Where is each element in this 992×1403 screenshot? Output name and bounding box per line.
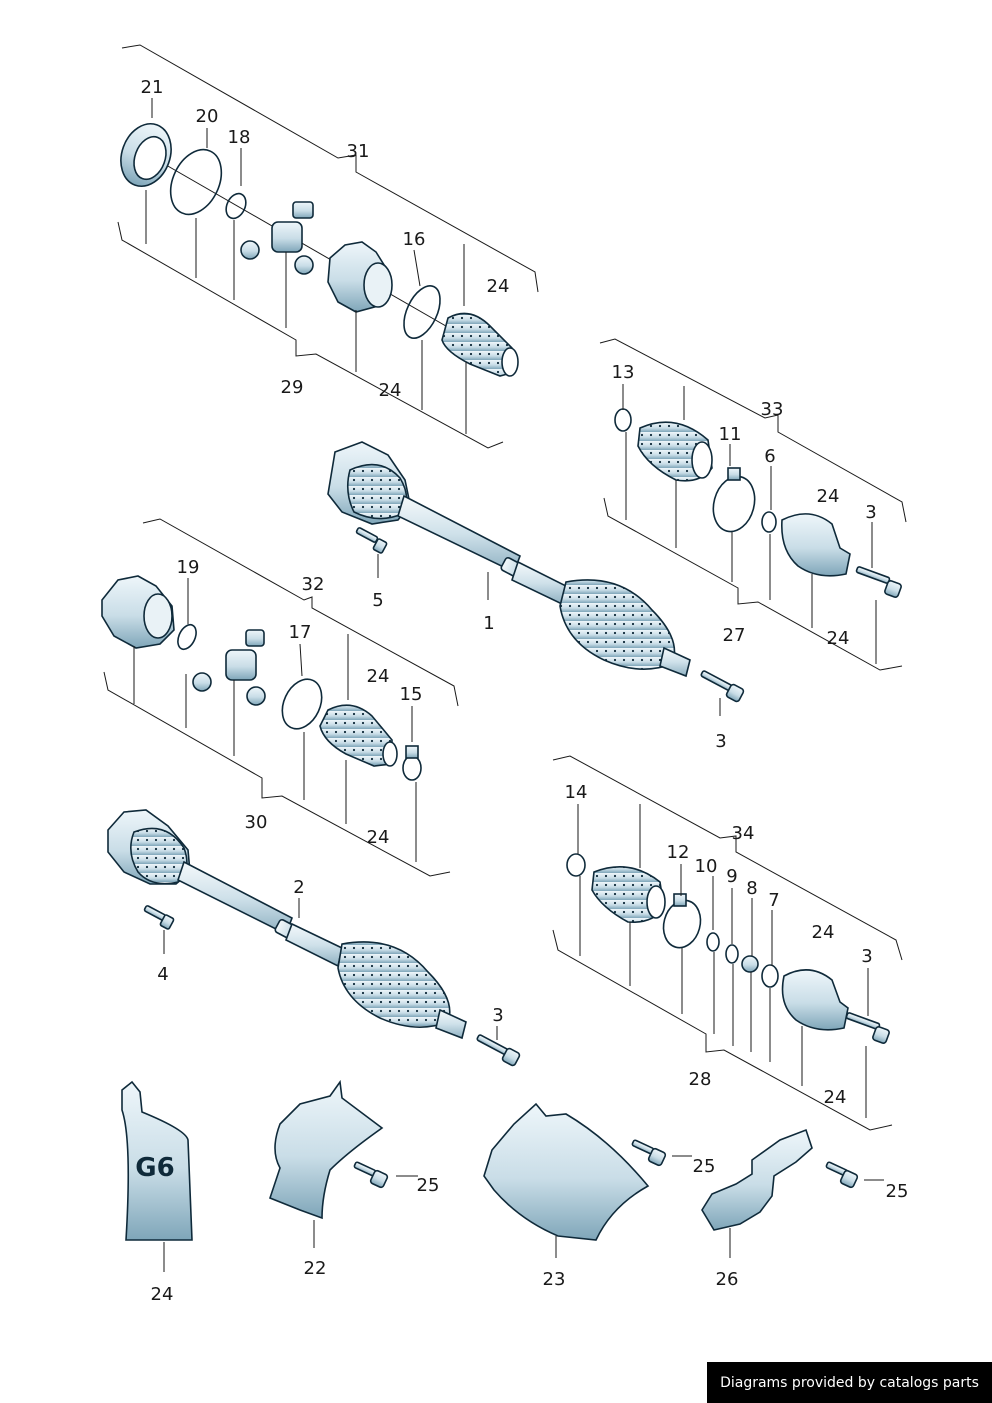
- boot-inner-joint[interactable]: [319, 704, 398, 767]
- callout-25b: 25: [693, 1156, 716, 1177]
- callout-26: 26: [716, 1269, 739, 1290]
- callout-22: 22: [304, 1258, 327, 1279]
- callout-24c: 24: [817, 486, 840, 507]
- part-19-circlip[interactable]: [174, 622, 199, 652]
- part-3-bolt-a[interactable]: [700, 670, 745, 703]
- callout-25c: 25: [886, 1181, 909, 1202]
- part-4-bolt[interactable]: [143, 905, 175, 930]
- attribution-footer: Diagrams provided by catalogs parts: [707, 1362, 992, 1403]
- part-21-cone-ring[interactable]: [113, 117, 180, 194]
- cv-joint-outer-b[interactable]: [781, 969, 849, 1031]
- callout-7: 7: [768, 890, 779, 911]
- callout-16: 16: [403, 229, 426, 250]
- callout-24h: 24: [824, 1087, 847, 1108]
- callout-24b: 24: [379, 380, 402, 401]
- part-6-ring[interactable]: [761, 511, 777, 533]
- tripod-spider[interactable]: [240, 201, 314, 275]
- flange-inner-joint[interactable]: [101, 575, 175, 649]
- callout-24i: 24: [151, 1284, 174, 1305]
- callout-33: 33: [761, 399, 784, 420]
- part-15-clamp[interactable]: [402, 745, 422, 781]
- part-14-clamp[interactable]: [566, 853, 586, 877]
- callout-8: 8: [746, 878, 757, 899]
- callout-31: 31: [347, 141, 370, 162]
- callout-18: 18: [228, 127, 251, 148]
- callout-3c: 3: [861, 946, 872, 967]
- part-16-clamp[interactable]: [397, 280, 448, 343]
- callout-24g: 24: [812, 922, 835, 943]
- callout-19: 19: [177, 557, 200, 578]
- part-10-ring[interactable]: [706, 932, 720, 952]
- callout-28: 28: [689, 1069, 712, 1090]
- callout-6: 6: [764, 446, 775, 467]
- part-26-bracket[interactable]: [701, 1128, 813, 1231]
- callout-labels: 21 20 18 31 16 24 29 24 13 33 11 6 24 3 …: [141, 77, 909, 1305]
- cv-joint-outer[interactable]: [781, 513, 851, 577]
- part-13-clamp[interactable]: [614, 408, 632, 432]
- part-5-bolt[interactable]: [355, 527, 388, 554]
- callout-23: 23: [543, 1269, 566, 1290]
- callout-24d: 24: [827, 628, 850, 649]
- callout-10: 10: [695, 856, 718, 877]
- callout-13: 13: [612, 362, 635, 383]
- boot-outer-joint-b[interactable]: [591, 866, 666, 924]
- callout-12: 12: [667, 842, 690, 863]
- callout-1: 1: [483, 613, 494, 634]
- callout-2: 2: [293, 877, 304, 898]
- callout-20: 20: [196, 106, 219, 127]
- callout-27: 27: [723, 625, 746, 646]
- part-3-bolt-c[interactable]: [476, 1034, 521, 1067]
- callout-17: 17: [289, 622, 312, 643]
- callout-3a: 3: [865, 502, 876, 523]
- part-2-drive-shaft[interactable]: [107, 809, 467, 1040]
- part-7-ring[interactable]: [761, 964, 779, 988]
- callout-34: 34: [732, 823, 755, 844]
- attribution-text: Diagrams provided by catalogs parts: [720, 1374, 979, 1391]
- tube-print: G6: [135, 1153, 174, 1183]
- part-20-o-ring[interactable]: [161, 141, 231, 222]
- boot-cv-joint-outer[interactable]: [637, 421, 713, 482]
- part-12-clamp[interactable]: [658, 893, 705, 952]
- group-33-assembly: [599, 338, 907, 671]
- part-25-bolt-a[interactable]: [353, 1161, 389, 1189]
- callout-25a: 25: [417, 1175, 440, 1196]
- part-8-spacer[interactable]: [741, 955, 759, 973]
- callout-29: 29: [281, 377, 304, 398]
- group-31-assembly: [113, 44, 539, 449]
- part-23-heat-shield[interactable]: [483, 1102, 650, 1241]
- part-17-clamp[interactable]: [275, 673, 330, 735]
- callout-30: 30: [245, 812, 268, 833]
- callout-15: 15: [400, 684, 423, 705]
- callout-5: 5: [372, 590, 383, 611]
- part-25-bolt-b[interactable]: [631, 1139, 667, 1167]
- callout-21: 21: [141, 77, 164, 98]
- callout-11: 11: [719, 424, 742, 445]
- callout-14: 14: [565, 782, 588, 803]
- tripod-spider-b[interactable]: [192, 629, 266, 706]
- part-3-bolt-b[interactable]: [855, 566, 902, 598]
- part-3-bolt-d[interactable]: [845, 1012, 890, 1044]
- callout-9: 9: [726, 866, 737, 887]
- group-32-assembly: [101, 518, 459, 877]
- callout-24a: 24: [487, 276, 510, 297]
- boot-cv-joint-inner[interactable]: [441, 312, 519, 377]
- callout-4: 4: [157, 964, 168, 985]
- callout-3b: 3: [715, 731, 726, 752]
- callout-3d: 3: [492, 1005, 503, 1026]
- part-25-bolt-c[interactable]: [825, 1161, 859, 1189]
- callout-32: 32: [302, 574, 325, 595]
- part-18-circlip[interactable]: [222, 190, 249, 221]
- group-34-assembly: [552, 755, 903, 1131]
- part-9-ring[interactable]: [725, 944, 739, 964]
- part-11-clamp[interactable]: [707, 467, 760, 536]
- callout-24f: 24: [367, 827, 390, 848]
- part-22-heat-shield[interactable]: [269, 1079, 384, 1220]
- part-24-grease-tube[interactable]: G6: [121, 1080, 193, 1241]
- housing-flange[interactable]: [327, 241, 393, 313]
- callout-24e: 24: [367, 666, 390, 687]
- part-1-drive-shaft[interactable]: [327, 441, 691, 678]
